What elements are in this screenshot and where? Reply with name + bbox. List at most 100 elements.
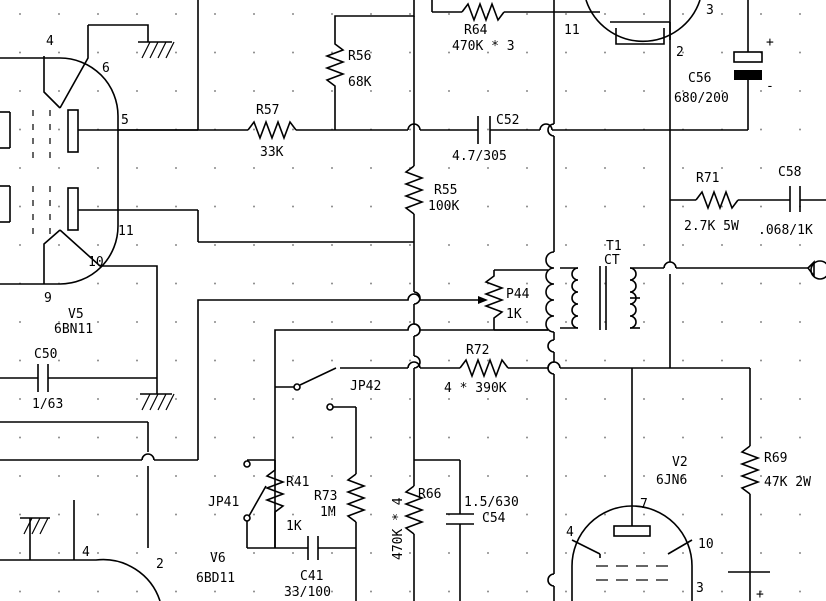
grid-dot bbox=[409, 398, 411, 400]
grid-dot bbox=[19, 13, 21, 15]
grid-dot bbox=[19, 552, 21, 554]
grid-dot bbox=[799, 167, 801, 169]
ref-r56: R56 bbox=[348, 49, 371, 64]
grid-dot bbox=[682, 475, 684, 477]
grid-dot bbox=[565, 552, 567, 554]
grid-dot bbox=[799, 128, 801, 131]
grid-dot bbox=[487, 475, 489, 477]
grid-dot bbox=[97, 398, 99, 400]
grid-dot bbox=[526, 205, 528, 208]
grid-dot bbox=[370, 282, 372, 285]
grid-dot bbox=[721, 359, 723, 362]
ref-r71: R71 bbox=[696, 171, 719, 186]
grid-dot bbox=[526, 321, 528, 323]
tube-ref: V2 bbox=[672, 455, 688, 470]
grid-dot bbox=[643, 167, 645, 169]
value-c56: 680/200 bbox=[674, 91, 729, 106]
grid-dot bbox=[448, 475, 450, 477]
grid-dot bbox=[292, 167, 294, 169]
grid-dot bbox=[682, 513, 684, 516]
grid-dot bbox=[136, 167, 138, 169]
grid-dot bbox=[604, 13, 606, 15]
grid-dot bbox=[604, 167, 606, 169]
grid-dot bbox=[604, 398, 606, 400]
grid-dot bbox=[253, 436, 255, 439]
grid-dot bbox=[643, 13, 645, 15]
ref-p44: P44 bbox=[506, 287, 530, 302]
grid-dot bbox=[760, 475, 762, 477]
grid-dot bbox=[19, 205, 21, 208]
grid-dot bbox=[19, 51, 21, 54]
grid-dot bbox=[682, 13, 684, 15]
grid-dot bbox=[526, 590, 528, 593]
ref-jp41: JP41 bbox=[208, 495, 239, 510]
grid-dot bbox=[97, 590, 99, 593]
grid-dot bbox=[565, 359, 567, 362]
grid-dot bbox=[799, 359, 801, 362]
grid-dot bbox=[175, 398, 177, 400]
grid-dot bbox=[370, 167, 372, 169]
grid-dot bbox=[409, 128, 411, 131]
grid-dot bbox=[175, 475, 177, 477]
grid-dot bbox=[565, 244, 567, 246]
grid-dot bbox=[526, 244, 528, 246]
value-p44: 1K bbox=[506, 307, 522, 322]
grid-dot bbox=[721, 552, 723, 554]
grid-dot bbox=[253, 13, 255, 15]
grid-dot bbox=[214, 51, 216, 54]
grid-dot bbox=[448, 321, 450, 323]
grid-dot bbox=[214, 552, 216, 554]
grid-dot bbox=[409, 436, 411, 439]
grid-dot bbox=[760, 128, 762, 131]
grid-dot bbox=[97, 359, 99, 362]
grid-dot bbox=[760, 282, 762, 285]
value-r71: 2.7K 5W bbox=[684, 219, 739, 234]
grid-dot bbox=[448, 552, 450, 554]
grid-dot bbox=[643, 244, 645, 246]
grid-dot bbox=[214, 475, 216, 477]
value-r69: 47K 2W bbox=[764, 475, 811, 490]
grid-dot bbox=[448, 359, 450, 362]
grid-dot bbox=[721, 436, 723, 439]
grid-dot bbox=[604, 590, 606, 593]
grid-dot bbox=[721, 13, 723, 15]
grid-dot bbox=[487, 552, 489, 554]
grid-dot bbox=[799, 282, 801, 285]
grid-dot bbox=[253, 167, 255, 169]
grid-dot bbox=[487, 90, 489, 92]
grid-dot bbox=[136, 513, 138, 516]
grid-dot bbox=[487, 205, 489, 208]
grid-dot bbox=[526, 513, 528, 516]
grid-dot bbox=[214, 13, 216, 15]
grid-dot bbox=[214, 436, 216, 439]
tube-type: 6BD11 bbox=[196, 571, 235, 586]
grid-dot bbox=[409, 51, 411, 54]
grid-dot bbox=[721, 90, 723, 92]
grid-dot bbox=[97, 51, 99, 54]
grid-dot bbox=[565, 167, 567, 169]
grid-dot bbox=[292, 513, 294, 516]
grid-dot bbox=[58, 359, 60, 362]
grid-dot bbox=[643, 590, 645, 593]
ref-c41: C41 bbox=[300, 569, 323, 584]
grid-dot bbox=[799, 51, 801, 54]
grid-dot bbox=[604, 90, 606, 92]
grid-dot bbox=[97, 513, 99, 516]
grid-dot bbox=[682, 90, 684, 92]
ref-c50: C50 bbox=[34, 347, 57, 362]
tube-type: 6BN11 bbox=[54, 322, 93, 337]
grid-dot bbox=[682, 321, 684, 323]
grid-dot bbox=[643, 205, 645, 208]
grid-dot bbox=[97, 436, 99, 439]
pin-label: 3 bbox=[706, 3, 714, 18]
grid-dot bbox=[487, 167, 489, 169]
grid-dot bbox=[58, 167, 60, 169]
grid-dot bbox=[526, 552, 528, 554]
grid-dot bbox=[682, 282, 684, 285]
ref-r57: R57 bbox=[256, 103, 279, 118]
grid-dot bbox=[760, 513, 762, 516]
grid-dot bbox=[526, 475, 528, 477]
grid-dot bbox=[682, 51, 684, 54]
grid-dot bbox=[58, 321, 60, 323]
grid-dot bbox=[331, 282, 333, 285]
